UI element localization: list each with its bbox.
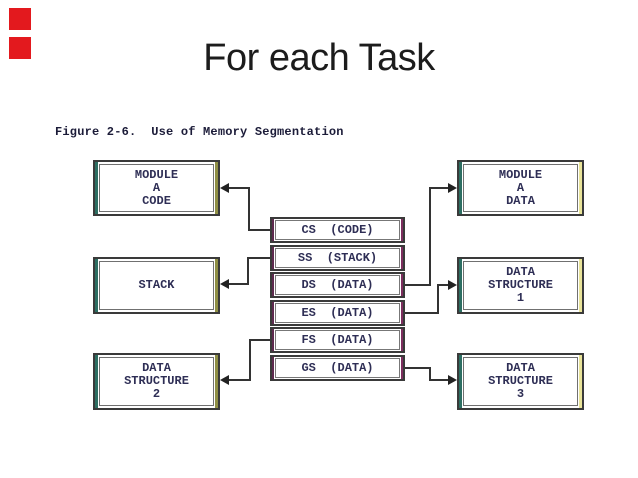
cell-inner-frame: SS (STACK) <box>275 248 400 268</box>
segment-register-gs: GS (DATA) <box>270 355 405 381</box>
box-left-accent <box>459 162 462 214</box>
box-label: DATA STRUCTURE 2 <box>124 361 189 401</box>
box-right-accent <box>215 162 218 214</box>
box-right-accent <box>579 162 582 214</box>
connector-line <box>229 187 250 189</box>
segment-register-ds: DS (DATA) <box>270 272 405 298</box>
cell-inner-frame: FS (DATA) <box>275 330 400 350</box>
cell-left-accent <box>272 302 274 324</box>
box-inner-frame: DATA STRUCTURE 2 <box>99 357 214 406</box>
cell-inner-frame: GS (DATA) <box>275 358 400 378</box>
box-left-accent <box>95 259 98 312</box>
cell-left-accent <box>272 247 274 269</box>
connector-line <box>247 257 249 285</box>
box-module-a-code: MODULE A CODE <box>93 160 220 216</box>
segment-register-label: SS (STACK) <box>297 251 378 265</box>
box-left-accent <box>459 355 462 408</box>
box-right-accent <box>215 259 218 312</box>
box-right-accent <box>215 355 218 408</box>
cell-right-accent <box>401 357 403 379</box>
box-left-accent <box>459 259 462 312</box>
cell-right-accent <box>401 302 403 324</box>
segment-register-fs: FS (DATA) <box>270 327 405 353</box>
segment-register-label: ES (DATA) <box>301 306 374 320</box>
box-inner-frame: MODULE A DATA <box>463 164 578 212</box>
arrowhead-left-icon <box>220 279 229 289</box>
cell-right-accent <box>401 329 403 351</box>
segment-register-label: FS (DATA) <box>301 333 374 347</box>
connector-line <box>437 284 449 286</box>
box-data-structure-3: DATA STRUCTURE 3 <box>457 353 584 410</box>
box-right-accent <box>579 259 582 312</box>
arrowhead-left-icon <box>220 375 229 385</box>
cell-left-accent <box>272 357 274 379</box>
box-inner-frame: DATA STRUCTURE 1 <box>463 261 578 310</box>
cell-inner-frame: ES (DATA) <box>275 303 400 323</box>
segment-register-label: GS (DATA) <box>301 361 374 375</box>
cell-left-accent <box>272 219 274 241</box>
connector-line <box>249 339 251 381</box>
box-label: MODULE A DATA <box>498 167 543 208</box>
box-inner-frame: MODULE A CODE <box>99 164 214 212</box>
connector-line <box>229 379 251 381</box>
connector-line <box>429 367 431 381</box>
arrowhead-right-icon <box>448 375 457 385</box>
figure-caption: Figure 2-6. Use of Memory Segmentation <box>55 125 344 139</box>
connector-line <box>429 187 431 286</box>
red-square-decoration-2 <box>9 37 31 59</box>
box-left-accent <box>95 355 98 408</box>
arrowhead-right-icon <box>448 183 457 193</box>
red-square-decoration-1 <box>9 8 31 30</box>
box-left-accent <box>95 162 98 214</box>
connector-line <box>405 367 431 369</box>
box-label: MODULE A CODE <box>134 167 179 208</box>
box-label: STACK <box>138 278 175 292</box>
box-inner-frame: STACK <box>99 261 214 310</box>
segment-register-ss: SS (STACK) <box>270 245 405 271</box>
box-module-a-data: MODULE A DATA <box>457 160 584 216</box>
connector-line <box>249 339 270 341</box>
box-label: DATA STRUCTURE 3 <box>488 361 553 401</box>
cell-inner-frame: CS (CODE) <box>275 220 400 240</box>
box-data-structure-2: DATA STRUCTURE 2 <box>93 353 220 410</box>
box-label: DATA STRUCTURE 1 <box>488 265 553 305</box>
cell-right-accent <box>401 247 403 269</box>
cell-right-accent <box>401 219 403 241</box>
segment-register-label: CS (CODE) <box>301 223 374 237</box>
connector-line <box>229 283 249 285</box>
box-right-accent <box>579 355 582 408</box>
connector-line <box>248 187 250 231</box>
connector-line <box>248 229 270 231</box>
cell-right-accent <box>401 274 403 296</box>
box-inner-frame: DATA STRUCTURE 3 <box>463 357 578 406</box>
arrowhead-left-icon <box>220 183 229 193</box>
connector-line <box>405 312 439 314</box>
connector-line <box>437 284 439 314</box>
arrowhead-right-icon <box>448 280 457 290</box>
cell-left-accent <box>272 274 274 296</box>
segment-register-label: DS (DATA) <box>301 278 374 292</box>
cell-inner-frame: DS (DATA) <box>275 275 400 295</box>
segment-register-es: ES (DATA) <box>270 300 405 326</box>
connector-line <box>429 379 449 381</box>
connector-line <box>405 284 431 286</box>
cell-left-accent <box>272 329 274 351</box>
connector-line <box>429 187 449 189</box>
box-data-structure-1: DATA STRUCTURE 1 <box>457 257 584 314</box>
box-stack: STACK <box>93 257 220 314</box>
slide-title: For each Task <box>203 37 435 79</box>
segment-register-cs: CS (CODE) <box>270 217 405 243</box>
connector-line <box>247 257 270 259</box>
